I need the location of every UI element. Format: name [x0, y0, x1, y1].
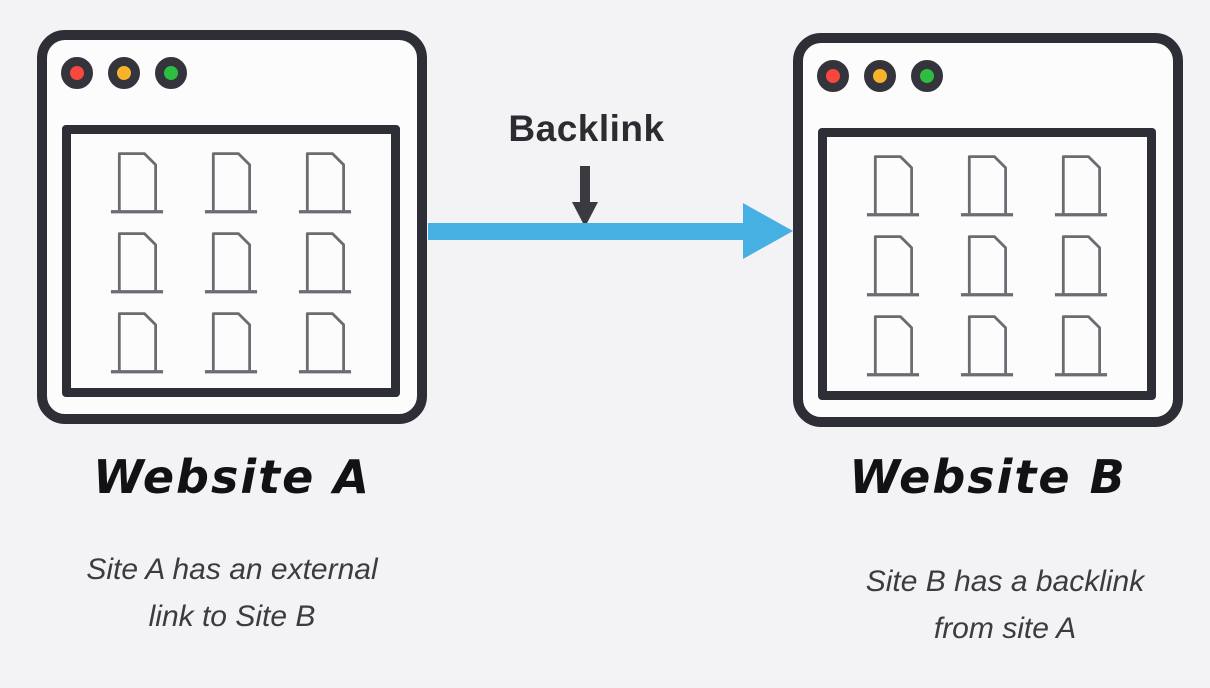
document-icon	[294, 228, 356, 295]
document-icon	[1050, 311, 1112, 378]
green-light-icon	[155, 57, 187, 89]
red-light-icon	[817, 60, 849, 92]
website-b-caption: Site B has a backlink from site A	[865, 565, 1145, 646]
down-arrow-head-icon	[572, 202, 598, 227]
document-icon	[862, 231, 924, 298]
document-icon	[294, 308, 356, 375]
document-icon	[1050, 231, 1112, 298]
backlink-arrow-head-icon	[743, 203, 793, 259]
website-b-content-panel	[818, 128, 1156, 400]
website-a-content-panel	[62, 125, 400, 397]
document-icon	[200, 148, 262, 215]
document-icon	[200, 228, 262, 295]
green-light-icon	[911, 60, 943, 92]
document-icon	[956, 151, 1018, 218]
document-icon	[956, 311, 1018, 378]
backlink-arrow-icon	[428, 223, 745, 240]
document-icon	[200, 308, 262, 375]
yellow-light-icon	[864, 60, 896, 92]
document-icon	[862, 151, 924, 218]
traffic-lights	[817, 60, 943, 92]
document-icon	[956, 231, 1018, 298]
document-icon	[106, 148, 168, 215]
document-icon	[1050, 151, 1112, 218]
red-light-icon	[61, 57, 93, 89]
traffic-lights	[61, 57, 187, 89]
document-icon	[106, 228, 168, 295]
yellow-light-icon	[108, 57, 140, 89]
down-arrow-icon	[580, 166, 590, 204]
website-b-title: Website B	[849, 450, 1127, 504]
backlink-label: Backlink	[508, 108, 665, 149]
website-a-window	[37, 30, 427, 424]
document-icon	[106, 308, 168, 375]
document-icon	[862, 311, 924, 378]
website-a-caption: Site A has an external link to Site B	[86, 553, 378, 634]
website-a-title: Website A	[93, 450, 371, 504]
website-b-window	[793, 33, 1183, 427]
document-icon	[294, 148, 356, 215]
